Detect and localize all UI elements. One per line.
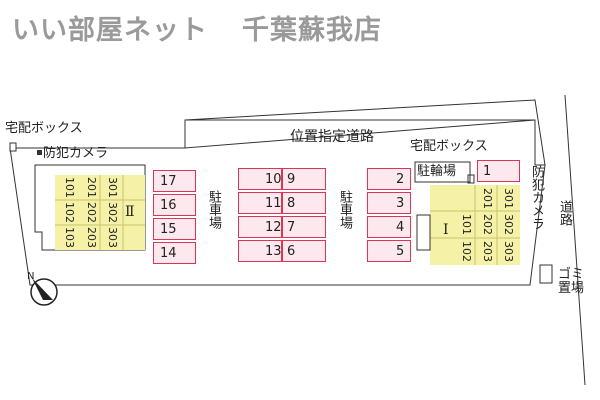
unit-202-b1: 202 [481,214,494,235]
parking-space-2: 2 [367,168,411,190]
unit-202-b2: 202 [85,202,98,223]
parking-label-b: 駐車場 [337,190,352,229]
parking-space-10: 10 [238,168,282,190]
parking-space-17: 17 [153,170,196,192]
parking-space-16: 16 [153,194,196,216]
building-2-outline [34,164,146,251]
parking-space-4: 4 [367,216,411,238]
unit-201-b1: 201 [481,188,494,209]
delivery-box-label-right: 宅配ボックス [410,139,488,154]
agency-name: いい部屋ネット [12,15,208,46]
delivery-box-icon [467,174,475,184]
unit-302-b2: 302 [106,202,119,223]
unit-101-b1: 101 [460,214,473,235]
garbage-label-1: ゴミ [558,267,585,282]
north-arrow-icon: N [27,271,58,306]
building-1-name: Ⅰ [443,222,449,238]
unit-302-b1: 302 [502,214,515,235]
bicycle-parking-label: 駐輪場 [417,164,457,179]
unit-303-b1: 303 [502,241,515,262]
parking-space-3: 3 [367,192,411,214]
garbage-label-2: 置場 [558,281,585,296]
garbage-bin-icon [539,264,553,284]
road-label: 道路 [557,200,572,226]
unit-301-b2: 301 [106,177,119,198]
unit-203-b2: 203 [85,227,98,248]
parking-space-1: 1 [477,160,520,182]
parking-space-6: 6 [282,240,326,262]
delivery-box-label-left: 宅配ボックス [5,121,83,136]
unit-103-b2: 103 [63,227,76,248]
unit-101-b2: 101 [63,177,76,198]
road-line [564,94,586,386]
parking-space-14: 14 [153,242,196,264]
parking-space-11: 11 [238,192,282,214]
parking-space-8: 8 [282,192,326,214]
parking-label-a: 駐車場 [206,190,221,229]
parking-space-5: 5 [367,240,411,262]
unit-102-b2: 102 [63,202,76,223]
security-camera-icon [37,150,42,155]
security-camera-label-left: 防犯カメラ [43,146,109,161]
parking-space-12: 12 [238,216,282,238]
designated-road [184,99,546,166]
bicycle-parking-area [414,161,471,183]
building-2-name: Ⅱ [125,204,135,220]
parking-space-13: 13 [238,240,282,262]
delivery-box-icon [9,142,17,152]
svg-text:N: N [27,271,34,282]
agency-header: いい部屋ネット 千葉蘇我店 [12,8,416,47]
security-camera-label-right: 防犯カメラ [529,165,544,230]
unit-301-b1: 301 [502,188,515,209]
unit-201-b2: 201 [85,177,98,198]
parking-space-15: 15 [153,218,196,240]
unit-102-b1: 102 [460,241,473,262]
unit-203-b1: 203 [481,241,494,262]
road-designated-label: 位置指定道路 [290,129,374,145]
parking-space-7: 7 [282,216,326,238]
branch-name: 千葉蘇我店 [242,15,382,46]
unit-303-b2: 303 [106,227,119,248]
parking-space-9: 9 [282,168,326,190]
